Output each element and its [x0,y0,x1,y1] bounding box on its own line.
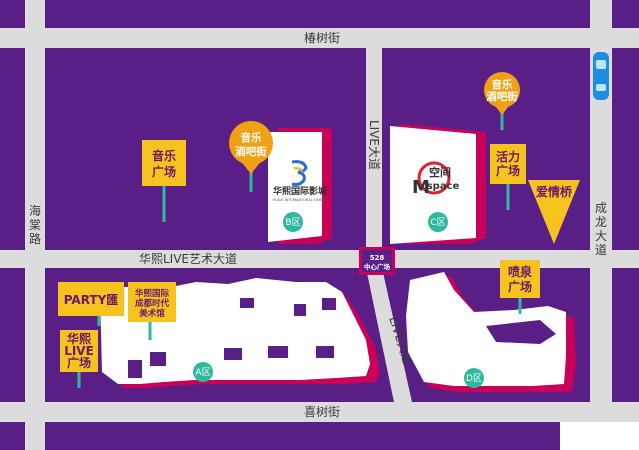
svg-text:C区: C区 [430,217,445,228]
svg-text:龙: 龙 [595,215,607,229]
cinema-subname: HUAXI INTERNATIONAL CINEMA [272,198,328,202]
svg-text:音乐: 音乐 [152,148,176,163]
cinema-logo-icon [291,160,308,186]
music-bar-pin-2: 音乐 酒吧街 [484,72,520,130]
sign-love-bridge: 爱情桥 [528,180,580,244]
road-haitang [25,0,45,450]
svg-text:音乐: 音乐 [241,131,262,144]
mspace-m: M [412,177,430,198]
road-live-lower [366,268,412,402]
zone-b-marker: B区 [283,212,303,232]
svg-text:成都时代: 成都时代 [135,298,170,309]
svg-text:爱情桥: 爱情桥 [536,184,573,199]
mspace-en: space [427,181,460,192]
svg-text:A区: A区 [195,367,210,378]
center-badge-number: 528 [370,254,385,262]
svg-text:华熙国际: 华熙国际 [135,288,170,299]
svg-text:音乐: 音乐 [492,78,513,91]
svg-text:广场: 广场 [496,163,520,178]
svg-text:酒吧街: 酒吧街 [486,90,518,103]
svg-text:华熙: 华熙 [67,331,91,346]
building-cinema-body [268,132,322,242]
svg-text:路: 路 [29,231,41,246]
svg-text:活力: 活力 [496,149,520,164]
mspace-cn: 空间 [429,165,451,179]
building-mspace: M 空间 space [390,124,486,244]
street-label-live-upper: LIVE大道 [367,120,381,170]
building-d [406,272,576,392]
building-mspace-body [390,126,476,244]
road-corner-patch [560,422,639,450]
street-label-haitang: 海 棠 路 [29,203,41,246]
svg-text:酒吧街: 酒吧街 [235,145,267,158]
center-square-badge: 528 中心广场 [359,247,395,275]
svg-text:广场: 广场 [152,164,176,179]
zone-a-marker: A区 [193,362,213,382]
sign-vitality-square: 活力 广场 [490,144,526,210]
car-icon [593,52,609,100]
zone-d-marker: D区 [464,368,484,388]
cinema-name: 华熙国际影城 [273,185,327,197]
street-label-chenglong: 成 龙 大 道 [595,201,607,257]
road-live-upper [366,48,382,258]
sign-live-square: 华熙 LIVE 广场 [60,330,98,388]
road-chenglong [590,0,612,450]
street-label-xishu: 喜树街 [304,404,340,419]
svg-text:D区: D区 [466,373,482,384]
svg-text:喷泉: 喷泉 [508,264,533,279]
svg-text:棠: 棠 [29,218,41,232]
svg-text:LIVE: LIVE [64,344,94,358]
svg-text:道: 道 [595,243,607,257]
sign-party: PARTY匯 [58,282,124,326]
svg-text:大: 大 [595,229,607,243]
mspace-logo-icon [417,161,451,195]
sign-art-museum: 华熙国际 成都时代 美术馆 [128,282,176,340]
zone-c-marker: C区 [428,212,448,232]
map-pin-icon [484,72,520,108]
road-chunshu [0,28,639,48]
sign-fountain-square: 喷泉 广场 [500,260,540,314]
music-bar-pin-1: 音乐 酒吧街 [229,121,273,192]
svg-text:海: 海 [29,203,41,218]
center-badge-label: 中心广场 [364,262,391,271]
road-xishu [0,402,639,422]
sign-music-square: 音乐 广场 [142,140,186,222]
svg-text:B区: B区 [285,217,300,228]
road-art-avenue [0,250,639,268]
street-label-chunshu: 椿树街 [304,30,340,45]
svg-text:PARTY匯: PARTY匯 [64,292,119,307]
map-pin-icon [229,121,273,165]
svg-text:美术馆: 美术馆 [139,308,165,319]
svg-text:广场: 广场 [67,355,91,370]
svg-text:广场: 广场 [508,279,532,294]
street-label-art-avenue: 华熙LIVE艺术大道 [139,252,237,266]
svg-text:成: 成 [595,201,607,215]
building-d-body [406,272,566,386]
